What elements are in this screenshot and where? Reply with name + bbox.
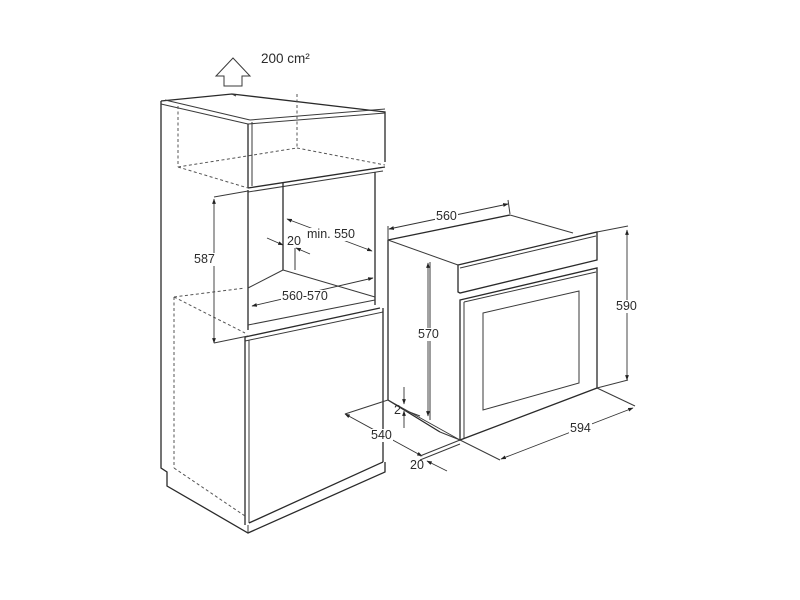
dimension-oven-bottom-offset: 2: [394, 403, 401, 417]
ventilation-label: 200 cm²: [261, 51, 310, 66]
dimension-niche-width: 560-570: [281, 289, 329, 303]
dimension-rear-gap: 20: [287, 234, 301, 248]
arrow-up-outline-icon: [214, 57, 252, 87]
dimension-oven-front-width: 594: [569, 421, 592, 435]
dimension-oven-top-width: 560: [435, 209, 458, 223]
cabinet-dimensions: [212, 190, 374, 344]
cabinet: [160, 93, 386, 534]
dimension-niche-depth: min. 550: [306, 227, 356, 241]
dimension-oven-body-height: 570: [417, 327, 440, 341]
dimension-oven-total-height: 590: [615, 299, 638, 313]
oven: [387, 214, 598, 441]
dimension-niche-height: 587: [193, 252, 216, 266]
dimension-oven-front-thickness: 20: [410, 458, 424, 472]
dimension-oven-body-depth: 540: [370, 428, 393, 442]
